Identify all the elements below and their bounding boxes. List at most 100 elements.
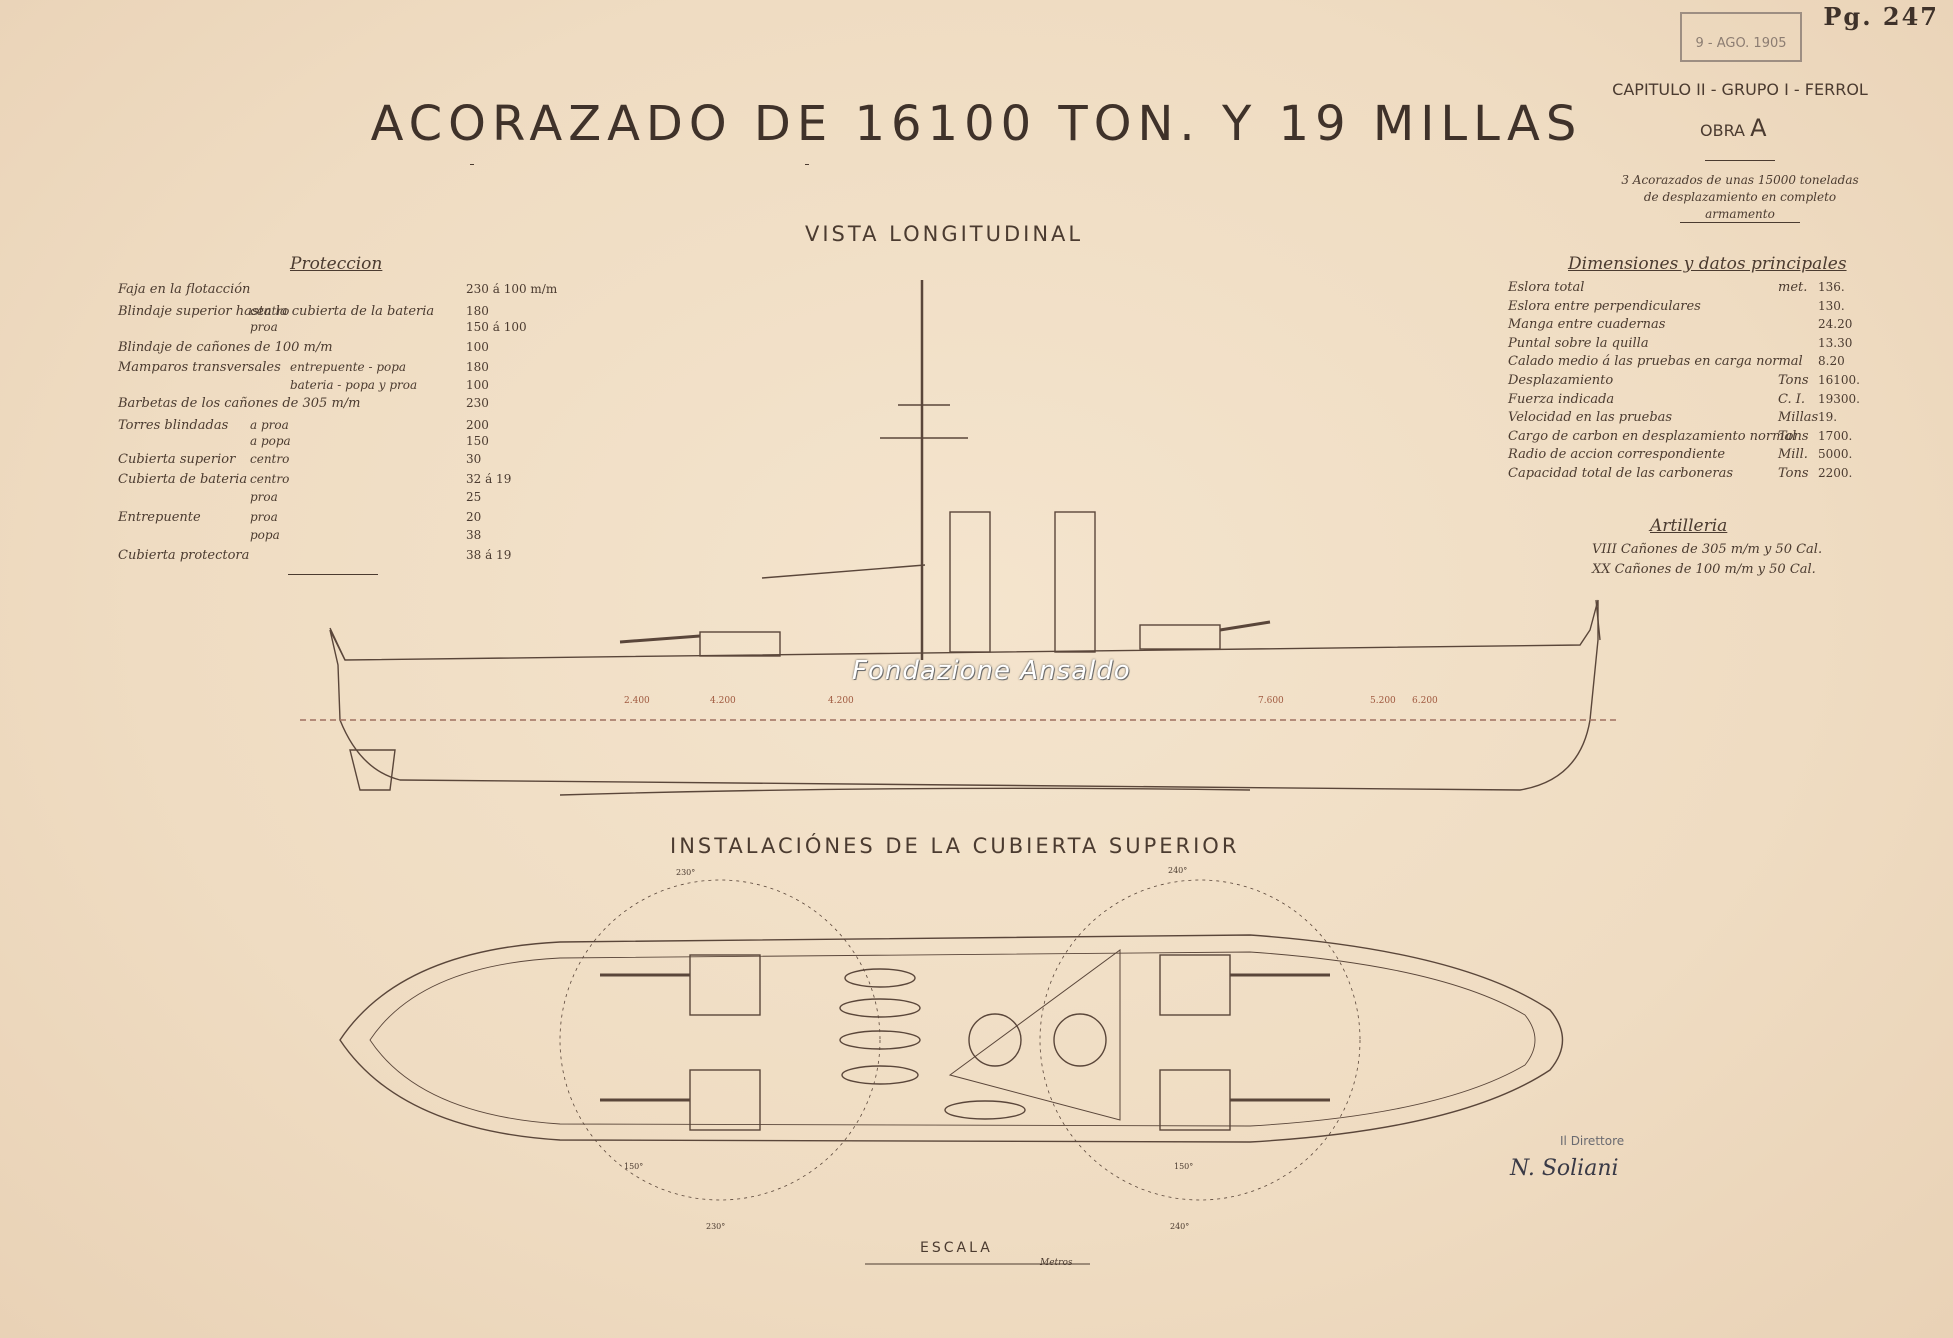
director-label: Il Direttore bbox=[1560, 1134, 1625, 1148]
fondazione-watermark: Fondazione Ansaldo bbox=[852, 656, 1131, 686]
boat bbox=[844, 968, 916, 988]
hull-outline bbox=[329, 599, 1599, 791]
dimension-row-unit: C. I. bbox=[1778, 391, 1806, 407]
protection-heading: Proteccion bbox=[290, 254, 383, 274]
protection-row-value: 200 bbox=[466, 418, 489, 432]
protection-row-label: Mamparos transversales bbox=[118, 360, 281, 375]
drawing-title: ACORAZADO DE 16100 TON. Y 19 MILLAS bbox=[370, 96, 1583, 152]
deck-plan bbox=[339, 879, 1564, 1201]
dimension-row-label: Velocidad en las pruebas bbox=[1508, 410, 1673, 426]
protection-row-value: 150 bbox=[466, 434, 489, 448]
dimensions-heading: Dimensiones y datos principales bbox=[1568, 254, 1847, 274]
longitudinal-view-title: VISTA LONGITUDINAL bbox=[805, 222, 1084, 246]
firing-arc-label: 230° bbox=[676, 868, 696, 877]
keel-line bbox=[559, 787, 1251, 796]
deck-turret-2 bbox=[689, 1069, 761, 1131]
dimension-row-value: 130. bbox=[1818, 298, 1845, 313]
dimension-row-value: 13.30 bbox=[1818, 335, 1853, 350]
protection-row-value: 38 bbox=[466, 528, 482, 542]
protection-row-label: Blindaje superior hasta la cubierta de l… bbox=[118, 304, 435, 319]
dimension-row-value: 19300. bbox=[1818, 391, 1860, 406]
funnel-top bbox=[968, 1013, 1022, 1067]
profile-draft-mark: 4.200 bbox=[710, 696, 736, 706]
aft-turret-arc bbox=[1039, 879, 1361, 1201]
dimension-row-value: 16100. bbox=[1818, 373, 1860, 387]
protection-row-label: Torres blindadas bbox=[118, 418, 229, 433]
protection-row-value: 180 bbox=[466, 304, 489, 318]
funnel-top bbox=[1053, 1013, 1107, 1067]
construction-note: 3 Acorazados de unas 15000 toneladas de … bbox=[1610, 172, 1870, 223]
protection-row-sub: centro bbox=[250, 472, 290, 486]
dimension-row-unit: Tons bbox=[1778, 428, 1809, 444]
protection-row-label: Cubierta de bateria bbox=[118, 472, 248, 487]
profile-draft-mark: 7.600 bbox=[1258, 696, 1284, 706]
protection-row-label: Faja en la flotacción bbox=[118, 282, 251, 297]
protection-row-sub: a proa bbox=[250, 418, 289, 432]
chapter-label: CAPITULO II - GRUPO I - FERROL bbox=[1612, 80, 1868, 99]
protection-row-label: Cubierta protectora bbox=[118, 548, 250, 563]
dimension-row-value: 19. bbox=[1818, 410, 1838, 425]
scale-label: ESCALA bbox=[920, 1240, 993, 1256]
obra-text: OBRA bbox=[1700, 121, 1745, 140]
firing-arc-label: 240° bbox=[1170, 1222, 1190, 1231]
fore-gun bbox=[619, 634, 701, 644]
protection-row-value: 150 á 100 bbox=[466, 320, 527, 334]
protection-row-value: 230 á 100 m/m bbox=[466, 282, 558, 296]
boat bbox=[841, 1065, 919, 1085]
deck-outline bbox=[339, 934, 1564, 1143]
dimension-row-label: Puntal sobre la quilla bbox=[1508, 335, 1649, 351]
obra-label: OBRA A bbox=[1700, 114, 1767, 142]
dimension-row-unit: Tons bbox=[1778, 373, 1809, 388]
protection-row-label: Cubierta superior bbox=[118, 452, 236, 467]
note-line-2: de desplazamiento en completo armamento bbox=[1643, 190, 1837, 221]
profile-draft-mark: 5.200 bbox=[1370, 696, 1396, 706]
protection-row-value: 180 bbox=[466, 360, 489, 374]
boat bbox=[944, 1100, 1026, 1120]
protection-row-value: 230 bbox=[466, 396, 489, 410]
dimension-row-label: Cargo de carbon en desplazamiento normal bbox=[1508, 428, 1797, 444]
artillery-heading: Artilleria bbox=[1650, 516, 1728, 536]
protection-row-label: Entrepuente bbox=[118, 510, 201, 525]
protection-row-label: Blindaje de cañones de 100 m/m bbox=[118, 340, 333, 355]
stern-staff bbox=[329, 627, 346, 661]
boat bbox=[839, 1030, 921, 1050]
profile-draft-mark: 2.400 bbox=[624, 696, 650, 706]
deck-turret-3 bbox=[1159, 954, 1231, 1016]
dimension-row-unit: Mill. bbox=[1778, 447, 1808, 463]
dimension-row-unit: Tons bbox=[1778, 466, 1809, 481]
boat-boom bbox=[761, 564, 926, 579]
note-line-1: 3 Acorazados de unas 15000 toneladas bbox=[1621, 173, 1859, 187]
protection-row-value: 25 bbox=[466, 490, 482, 504]
artillery-row: XX Cañones de 100 m/m y 50 Cal. bbox=[1592, 562, 1816, 577]
protection-row-sub: proa bbox=[250, 510, 278, 524]
dimension-row-unit: Millas bbox=[1778, 410, 1819, 426]
fore-turret-arc bbox=[559, 879, 881, 1201]
longitudinal-profile bbox=[300, 280, 1620, 796]
protection-row-sub: popa bbox=[250, 528, 280, 542]
fore-turret bbox=[699, 631, 781, 657]
bow-staff bbox=[1595, 599, 1601, 641]
protection-row-sub: bateria - popa y proa bbox=[290, 378, 418, 392]
dimension-row-label: Capacidad total de las carboneras bbox=[1508, 466, 1734, 481]
protection-row-sub: entrepuente - popa bbox=[290, 360, 407, 374]
firing-arc-label: 150° bbox=[624, 1162, 644, 1171]
firing-arc-label: 150° bbox=[1174, 1162, 1194, 1171]
boat bbox=[839, 998, 921, 1018]
aft-gun bbox=[1219, 620, 1271, 632]
scale-unit: Metros bbox=[1040, 1258, 1073, 1268]
protection-row-value: 32 á 19 bbox=[466, 472, 512, 486]
deck-inner-outline bbox=[369, 951, 1536, 1127]
protection-row-value: 100 bbox=[466, 340, 489, 354]
deck-turret-4 bbox=[1159, 1069, 1231, 1131]
dimension-row-label: Manga entre cuadernas bbox=[1508, 317, 1666, 333]
firing-arc-label: 230° bbox=[706, 1222, 726, 1231]
forward-funnel bbox=[949, 511, 991, 653]
deck-turret-1 bbox=[689, 954, 761, 1016]
protection-row-value: 30 bbox=[466, 452, 482, 466]
dimension-row-value: 1700. bbox=[1818, 428, 1853, 443]
dimension-row-value: 2200. bbox=[1818, 466, 1853, 480]
obra-letter: A bbox=[1750, 114, 1767, 142]
dimension-row-label: Fuerza indicada bbox=[1508, 391, 1615, 407]
